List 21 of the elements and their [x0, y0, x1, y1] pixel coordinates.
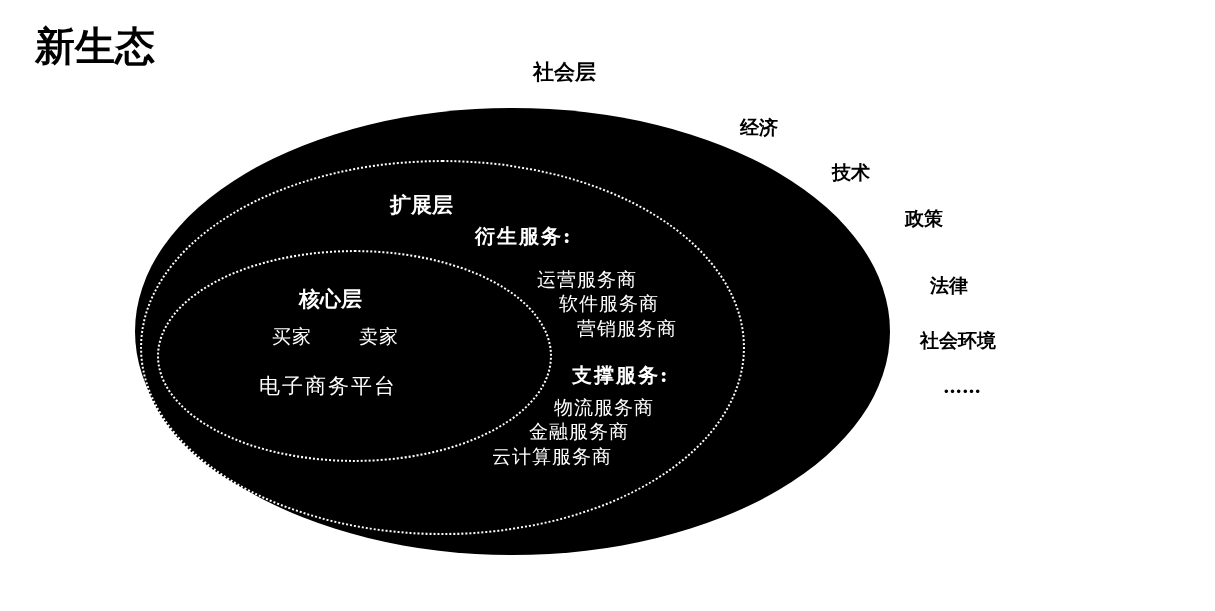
service-label: 卖家	[359, 324, 400, 348]
service-label: 物流服务商	[554, 395, 655, 419]
factor-label: ……	[943, 374, 981, 399]
service-label: 云计算服务商	[492, 444, 613, 468]
platform-label: 电子商务平台	[259, 373, 398, 400]
factor-label: 社会层	[533, 58, 596, 86]
service-label: 运营服务商	[537, 267, 638, 291]
section-heading: 支撑服务:	[572, 363, 671, 387]
factor-label: 经济	[740, 115, 778, 140]
service-label: 买家	[272, 324, 313, 348]
factor-label: 政策	[905, 206, 943, 231]
diagram-title: 新生态	[35, 21, 155, 71]
layer-title: 核心层	[299, 286, 363, 312]
layer-title: 扩展层	[390, 192, 454, 218]
service-label: 营销服务商	[577, 316, 678, 340]
service-label: 金融服务商	[529, 419, 630, 443]
factor-label: 社会环境	[920, 328, 996, 353]
factor-label: 技术	[832, 160, 870, 185]
service-label: 软件服务商	[559, 291, 660, 315]
section-heading: 衍生服务:	[475, 224, 574, 248]
factor-label: 法律	[930, 273, 968, 298]
